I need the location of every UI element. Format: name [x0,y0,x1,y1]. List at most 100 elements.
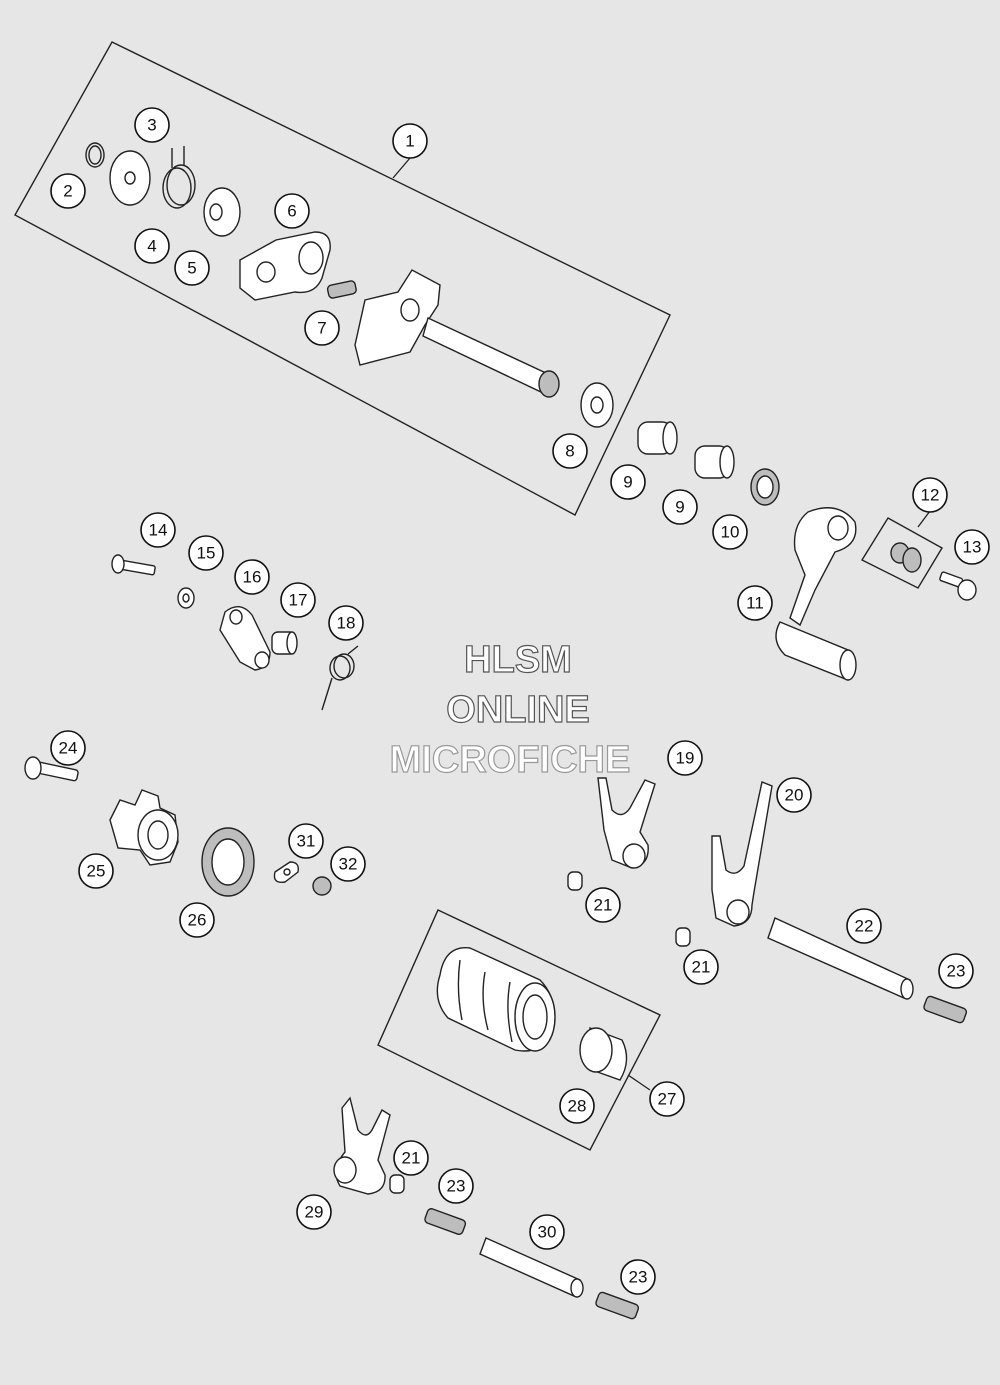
callout-label: 3 [147,116,156,135]
callout-7[interactable]: 7 [304,310,340,346]
callout-27[interactable]: 27 [649,1081,685,1117]
callout-10[interactable]: 10 [712,514,748,550]
callout-label: 12 [921,486,940,505]
callout-22[interactable]: 22 [846,908,882,944]
part-roller-17 [271,631,298,655]
callout-label: 20 [785,786,804,805]
callout-12[interactable]: 12 [912,477,948,513]
callout-23a[interactable]: 23 [938,953,974,989]
part-locking-plate [273,861,300,883]
callout-label: 11 [746,594,764,613]
part-shift-shaft [354,269,560,398]
group-box-shift-shaft [14,41,671,516]
callout-32[interactable]: 32 [330,846,366,882]
part-shift-fork-20 [711,781,773,927]
part-lever-bolt [939,571,977,601]
callout-label: 15 [197,544,216,563]
callout-label: 23 [447,1177,466,1196]
callout-label: 30 [538,1223,557,1242]
callout-30[interactable]: 30 [529,1214,565,1250]
callout-21b[interactable]: 21 [683,949,719,985]
callout-9a[interactable]: 9 [610,464,646,500]
part-spring-23b [424,1208,467,1235]
callout-label: 14 [149,521,168,540]
callout-21a[interactable]: 21 [585,887,621,923]
part-shift-rail-22 [767,917,914,1000]
callout-26[interactable]: 26 [179,902,215,938]
callout-label: 1 [405,132,414,151]
watermark-line-2: ONLINE [446,689,590,731]
callout-label: 16 [243,568,262,587]
callout-8[interactable]: 8 [552,433,588,469]
callout-label: 2 [63,182,72,201]
part-shift-fork-19 [597,777,656,869]
callout-14[interactable]: 14 [140,512,176,548]
callout-29[interactable]: 29 [296,1194,332,1230]
callout-2[interactable]: 2 [50,173,86,209]
callout-label: 22 [855,917,874,936]
part-bushing-2 [694,445,735,479]
callout-28[interactable]: 28 [559,1088,595,1124]
callout-24[interactable]: 24 [50,730,86,766]
part-spring-23a [923,995,968,1024]
part-washer-15 [177,587,195,609]
part-bolt-14 [111,554,156,576]
callout-label: 21 [402,1149,421,1168]
part-circlip [85,142,105,168]
part-spring-guide [203,187,241,237]
group-box-shift-drum [377,909,661,1151]
part-bolt-24 [24,756,79,782]
part-bushing-1 [637,421,678,455]
callout-label: 4 [147,237,156,256]
callout-21c[interactable]: 21 [393,1140,429,1176]
callout-13[interactable]: 13 [954,529,990,565]
part-shaft-seal [750,468,780,506]
part-shaft-washer [580,382,614,428]
watermark: HLSM ONLINE MICROFICHE [389,638,631,781]
callout-label: 21 [594,896,613,915]
callout-label: 29 [305,1203,324,1222]
part-compression-spring [326,280,357,299]
part-locking-lever [219,606,271,671]
part-shift-rail-30 [479,1237,584,1298]
callout-19[interactable]: 19 [667,740,703,776]
callout-20[interactable]: 20 [776,777,812,813]
leader-lines [392,157,931,1091]
callout-label: 19 [676,749,695,768]
callout-15[interactable]: 15 [188,535,224,571]
callout-23b[interactable]: 23 [438,1168,474,1204]
part-spring-18 [321,645,359,711]
callout-label: 18 [337,614,356,633]
callout-17[interactable]: 17 [280,582,316,618]
callout-18[interactable]: 18 [328,605,364,641]
callout-label: 10 [721,523,740,542]
callout-label: 23 [947,962,966,981]
callout-label: 21 [692,958,711,977]
callout-label: 9 [675,498,684,517]
callout-4[interactable]: 4 [134,228,170,264]
part-spring [162,146,196,209]
callout-label: 7 [317,319,326,338]
callout-label: 28 [568,1097,587,1116]
part-spring-washer-set [861,517,943,589]
part-pin-21c [389,1174,405,1194]
callout-5[interactable]: 5 [174,250,210,286]
part-washer [109,150,151,206]
callout-23c[interactable]: 23 [620,1259,656,1295]
callout-9b[interactable]: 9 [662,489,698,525]
callout-31[interactable]: 31 [288,823,324,859]
callout-label: 9 [623,473,632,492]
part-drum-bearing-ring [579,1026,628,1081]
callout-label: 6 [287,202,296,221]
callout-25[interactable]: 25 [78,853,114,889]
callout-16[interactable]: 16 [234,559,270,595]
callout-11[interactable]: 11 [737,585,773,621]
part-spring-23c [595,1291,640,1320]
callout-3[interactable]: 3 [134,107,170,143]
callout-1[interactable]: 1 [392,123,428,159]
callout-6[interactable]: 6 [274,193,310,229]
callout-label: 32 [339,855,358,874]
watermark-line-1: HLSM [464,639,572,681]
part-shift-drum-locating [109,789,179,866]
part-shift-drum [436,947,556,1052]
